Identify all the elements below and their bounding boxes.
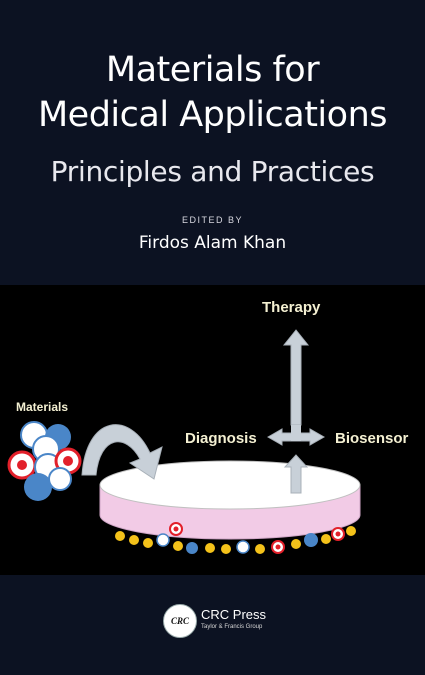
crc-logo-text: CRC xyxy=(170,616,189,626)
book-title-line1: Materials for xyxy=(105,50,320,90)
cover-illustration: Therapy Materials Diagnosis Biosensor xyxy=(0,285,425,575)
label-biosensor: Biosensor xyxy=(335,430,409,447)
crc-logo-icon: CRC xyxy=(163,604,197,638)
dish-particles xyxy=(115,522,356,554)
curved-arrow-icon xyxy=(81,424,163,480)
label-materials: Materials xyxy=(16,400,69,414)
book-title-line2: Medical Applications xyxy=(37,95,388,135)
publisher-group: Taylor & Francis Group xyxy=(201,624,263,630)
edited-by-label: EDITED BY xyxy=(181,215,243,225)
materials-cluster xyxy=(7,421,82,501)
label-therapy: Therapy xyxy=(262,299,321,316)
editor-name: Firdos Alam Khan xyxy=(138,233,287,253)
publisher-logo: CRC CRC Press Taylor & Francis Group xyxy=(163,604,293,638)
label-diagnosis: Diagnosis xyxy=(185,430,257,447)
publisher-name: CRC Press xyxy=(201,607,267,622)
double-arrow-icon xyxy=(266,329,326,446)
illustration-graphic xyxy=(7,329,361,554)
up-arrow-icon xyxy=(283,454,309,494)
book-subtitle: Principles and Practices xyxy=(50,155,375,188)
